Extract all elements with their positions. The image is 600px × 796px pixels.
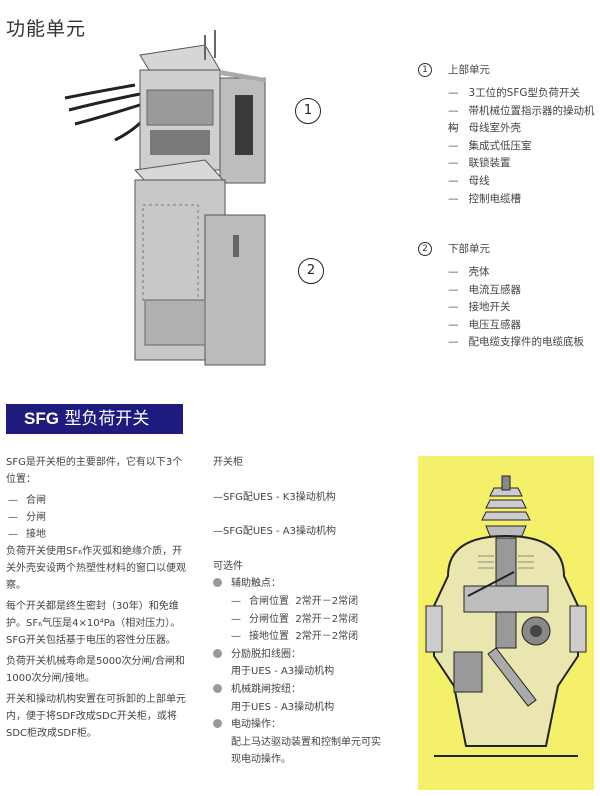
button-value: 用于UES - A3操动机构	[231, 701, 335, 713]
switch-cutaway-diagram	[418, 456, 594, 790]
list-item: 带机械位置指示器的操动机构	[448, 103, 598, 135]
page-title: 功能单元	[6, 18, 87, 40]
option-trip: 分励脱扣线圈：	[213, 646, 413, 664]
upper-unit-header: 1 上部单元	[418, 62, 598, 77]
list-item: 集成式低压室	[448, 138, 598, 156]
upper-unit-title: 上部单元	[448, 64, 490, 76]
paragraph: 负荷开关使用SF₆作灭弧和绝缘介质，开关外壳安设两个热塑性材料的窗口以便观察。	[6, 546, 186, 591]
options-heading: 可选件	[213, 560, 243, 572]
options-column: 开关柜 —SFG配UES - K3操动机构 —SFG配UES - A3操动机构 …	[213, 454, 413, 769]
upper-unit-list: 1 上部单元 3工位的SFG型负荷开关 带机械位置指示器的操动机构 母线室外壳 集…	[418, 62, 598, 208]
option-electric: 电动操作：	[213, 716, 413, 734]
switchgear-illustration	[64, 30, 266, 366]
switchgear-heading: 开关柜	[213, 457, 243, 468]
list-item: 3工位的SFG型负荷开关	[448, 85, 598, 103]
list-item: 母线室外壳	[448, 120, 598, 138]
banner-bold: SFG	[24, 409, 59, 428]
mechanism-item: —SFG配UES - K3操动机构	[213, 491, 336, 503]
bullet-icon	[213, 648, 222, 658]
callout-1: 1	[295, 98, 321, 124]
bullet-icon	[213, 578, 222, 588]
list-item: 接地开关	[448, 299, 598, 317]
paragraph: 负荷开关机械寿命是5000次分闸/合闸和1000次分闸/接地。	[6, 656, 185, 684]
paragraph: 开关和操动机构安置在可拆卸的上部单元内，便于将SDF改成SDC开关柜，或将SDC…	[6, 694, 186, 739]
position-item: 分闸	[6, 509, 186, 526]
lower-unit-header: 2 下部单元	[418, 241, 598, 256]
description-column: SFG是开关柜的主要部件，它有以下3个位置： 合闸 分闸 接地 负荷开关使用SF…	[6, 454, 186, 746]
trip-value: 用于UES - A3操动机构	[231, 666, 335, 678]
number-badge: 2	[418, 242, 432, 256]
position-item: 接地	[6, 526, 186, 543]
electric-value: 现电动操作。	[231, 754, 291, 766]
mechanism-item: —SFG配UES - A3操动机构	[213, 526, 337, 538]
lower-unit-list: 2 下部单元 壳体 电流互感器 接地开关 电压互感器 配电缆支撑件的电缆底板	[418, 241, 598, 352]
aux-item: 分闸位置 2常开－2常闭	[213, 611, 413, 629]
list-item: 配电缆支撑件的电缆底板	[448, 334, 598, 352]
intro-text: SFG是开关柜的主要部件，它有以下3个位置：	[6, 457, 183, 485]
callout-2: 2	[298, 258, 324, 284]
list-item: 壳体	[448, 264, 598, 282]
list-item: 电流互感器	[448, 282, 598, 300]
electric-value: 配上马达驱动装置和控制单元可实	[231, 736, 381, 748]
list-item: 电压互感器	[448, 317, 598, 335]
bullet-icon	[213, 683, 222, 693]
number-badge: 1	[418, 63, 432, 77]
banner-text: 型负荷开关	[58, 409, 150, 429]
bullet-icon	[213, 719, 222, 729]
list-item: 母线	[448, 173, 598, 191]
list-item: 控制电缆槽	[448, 191, 598, 209]
list-item: 联锁装置	[448, 155, 598, 173]
option-aux: 辅助触点：	[213, 575, 413, 593]
lower-unit-title: 下部单元	[448, 243, 490, 255]
aux-item: 接地位置 2常开－2常闭	[213, 628, 413, 646]
paragraph: 每个开关都是终生密封（30年）和免维护。SF₆气压是4×10⁴Pa（相对压力）。…	[6, 601, 181, 646]
aux-item: 合闸位置 2常开－2常闭	[213, 593, 413, 611]
position-item: 合闸	[6, 492, 186, 509]
option-button: 机械跳闸按纽：	[213, 681, 413, 699]
switch-cutaway-drawing	[425, 475, 587, 757]
section-banner: SFG 型负荷开关	[6, 404, 183, 434]
